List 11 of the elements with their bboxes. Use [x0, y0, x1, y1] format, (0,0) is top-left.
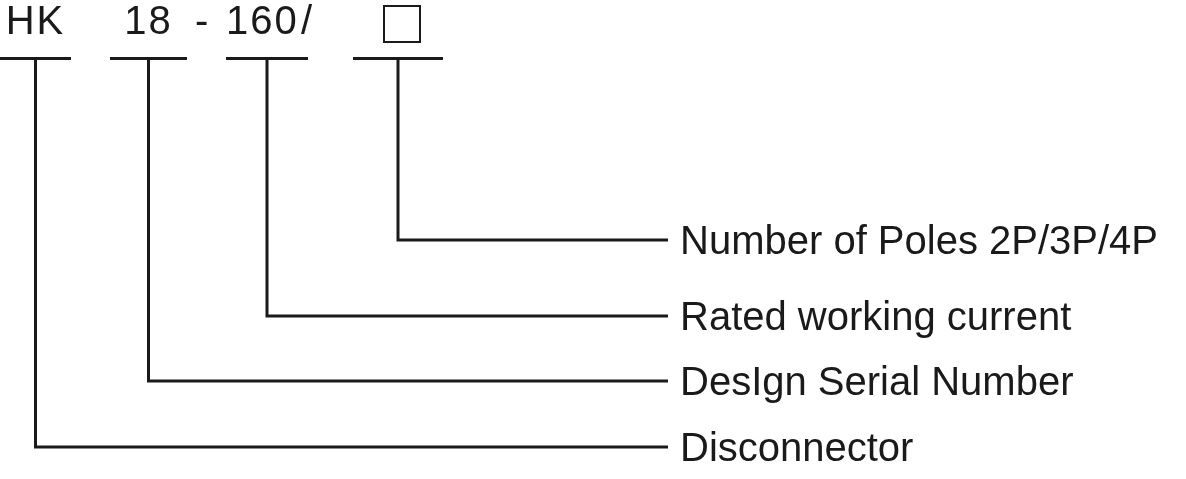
leader-line — [147, 60, 668, 383]
description-text: Rated working current — [680, 294, 1072, 338]
description-text: DesIgn Serial Number — [680, 359, 1074, 403]
underlined-code-part: 18 — [110, 0, 187, 60]
underlined-code-part: HK — [0, 0, 71, 60]
leader-line — [34, 60, 668, 449]
description-text: Number of Poles 2P/3P/4P — [680, 218, 1159, 262]
separator-mark: - — [195, 0, 209, 40]
leader-line — [265, 60, 668, 318]
description-text: Disconnector — [680, 425, 914, 469]
leader-line — [396, 60, 668, 242]
